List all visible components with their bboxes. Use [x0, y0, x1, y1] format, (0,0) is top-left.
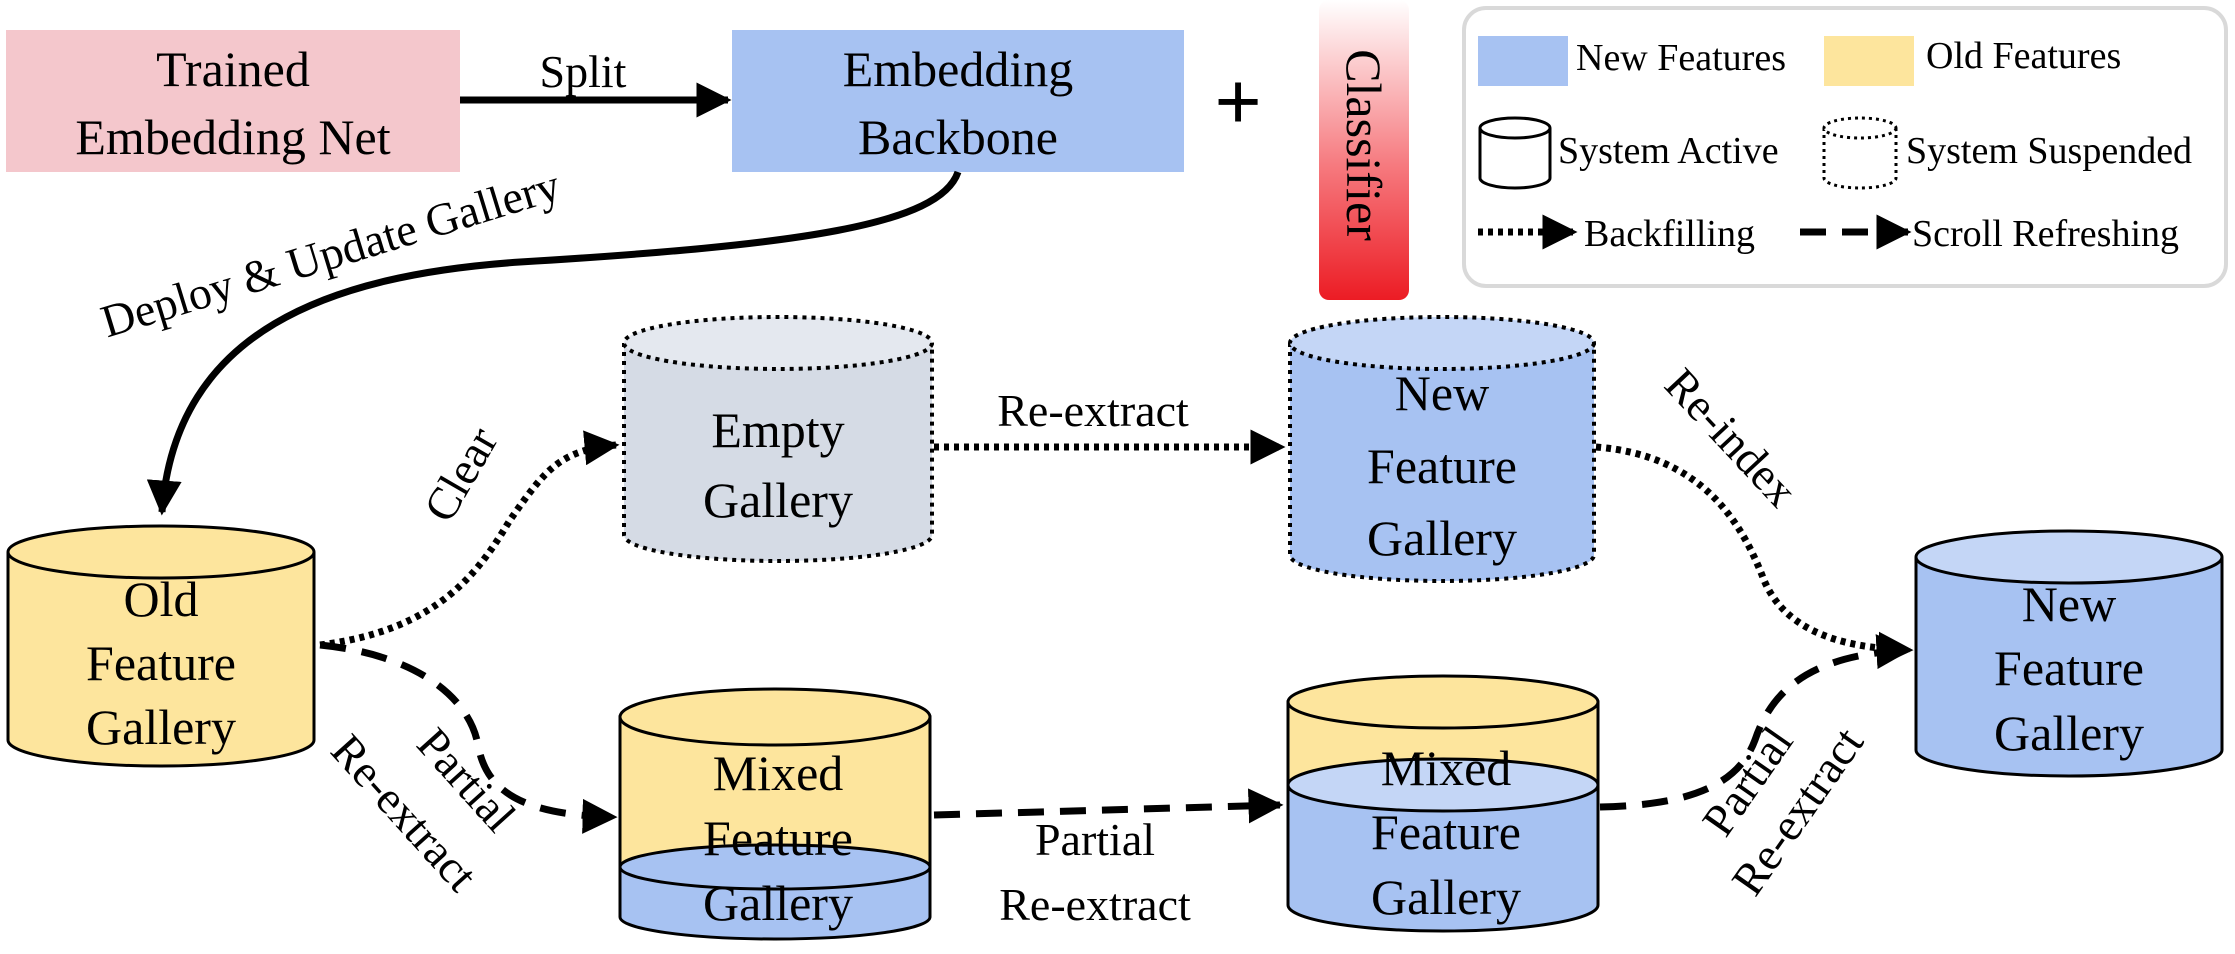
clear-arrow: Clear	[319, 418, 620, 649]
old-gallery-line2: Feature	[86, 635, 236, 691]
new-feature-gallery-final: New Feature Gallery	[1914, 529, 2224, 778]
trained-box-rect	[6, 30, 460, 172]
legend: New Features Old Features System Active …	[1462, 6, 2228, 288]
new-final-line3: Gallery	[1994, 705, 2144, 761]
old-gallery-line3: Gallery	[86, 699, 236, 755]
partial-mid-line1: Partial	[1035, 814, 1155, 865]
legend-new-features-swatch	[1478, 36, 1568, 86]
partial-mid-line2: Re-extract	[999, 879, 1191, 930]
new-mid-line1: New	[1395, 365, 1489, 421]
new-final-line1: New	[2022, 576, 2116, 632]
legend-scroll-refreshing-label: Scroll Refreshing	[1912, 213, 2179, 255]
new-mid-line2: Feature	[1367, 438, 1517, 494]
reindex-label: Re-index	[1655, 358, 1807, 516]
mixed-right-line3: Gallery	[1371, 869, 1521, 925]
reextract-label: Re-extract	[997, 385, 1189, 436]
plus-sign: +	[1214, 56, 1262, 149]
legend-system-suspended-label: System Suspended	[1906, 130, 2192, 172]
empty-gallery: Empty Gallery	[622, 315, 934, 563]
partial-reextract-right-arrow: Partial Re-extract	[1599, 634, 1912, 904]
mixed-right-line2: Feature	[1371, 804, 1521, 860]
legend-new-features-label: New Features	[1576, 37, 1786, 79]
trained-label-line2: Embedding Net	[75, 109, 390, 165]
backbone-label-line1: Embedding	[843, 41, 1074, 97]
backbone-box-rect	[732, 30, 1184, 172]
clear-label: Clear	[414, 418, 508, 530]
deploy-arrow-path	[146, 170, 962, 516]
clear-arrow-path	[319, 430, 620, 649]
mixed-right-line1: Mixed	[1381, 740, 1512, 796]
new-mid-line3: Gallery	[1367, 510, 1517, 566]
legend-old-features-swatch	[1824, 36, 1914, 86]
old-gallery-line1: Old	[124, 571, 199, 627]
classifier-label: Classifier	[1336, 49, 1392, 241]
reindex-arrow-path	[1595, 443, 1914, 667]
legend-old-features-label: Old Features	[1926, 35, 2121, 77]
split-arrow: Split	[460, 46, 732, 118]
partial-reextract-left-arrow: Partial Re-extract	[319, 641, 618, 901]
reextract-arrow: Re-extract	[934, 385, 1286, 465]
deploy-label: Deploy & Update Gallery	[95, 159, 566, 347]
old-feature-gallery: Old Feature Gallery	[6, 524, 316, 768]
new-feature-gallery-suspended: New Feature Gallery	[1288, 315, 1596, 583]
mixed-left-line2: Feature	[703, 810, 853, 866]
mixed-feature-gallery-left: Mixed Feature Gallery	[618, 687, 932, 941]
partial-reextract-mid-arrow: Partial Re-extract	[933, 788, 1284, 930]
partial-left-arrow-path	[319, 641, 618, 834]
mixed-left-line1: Mixed	[713, 745, 844, 801]
classifier-box: Classifier	[1319, 0, 1409, 300]
embedding-backbone-box: Embedding Backbone	[732, 30, 1184, 172]
new-final-line2: Feature	[1994, 640, 2144, 696]
mixed-left-line3: Gallery	[703, 875, 853, 931]
trained-label-line1: Trained	[156, 41, 310, 97]
legend-system-active-label: System Active	[1558, 130, 1779, 172]
trained-embedding-net-box: Trained Embedding Net	[6, 30, 460, 172]
partial-right-arrow-path	[1599, 634, 1912, 811]
partial-mid-arrow-line	[933, 788, 1284, 824]
empty-gallery-line1: Empty	[711, 402, 844, 458]
mixed-feature-gallery-right: Mixed Feature Gallery	[1286, 674, 1600, 933]
split-label: Split	[540, 46, 627, 97]
classifier-rect	[1319, 0, 1409, 300]
legend-backfilling-label: Backfilling	[1584, 213, 1755, 255]
backbone-label-line2: Backbone	[858, 109, 1058, 165]
empty-gallery-line2: Gallery	[703, 472, 853, 528]
legend-system-suspended-icon	[1822, 116, 1898, 190]
reindex-arrow: Re-index	[1595, 358, 1914, 667]
legend-system-active-icon	[1478, 116, 1552, 190]
